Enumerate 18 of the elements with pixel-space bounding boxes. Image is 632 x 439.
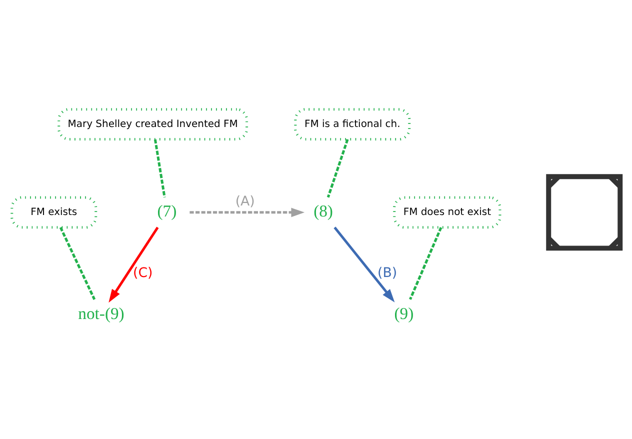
connector	[326, 139, 349, 198]
arrow	[108, 226, 159, 303]
edge-label: (A)	[235, 194, 255, 210]
node-box: Mary Shelley created Invented FM	[58, 108, 248, 140]
node-box: FM exists	[10, 196, 98, 229]
connector	[59, 226, 96, 300]
node-text: (8)	[314, 202, 333, 221]
connector	[409, 226, 442, 300]
node-text: (9)	[394, 304, 414, 323]
edge-label: (C)	[133, 266, 153, 282]
arrow	[334, 226, 395, 302]
arrow	[190, 208, 305, 218]
node-box: FM does not exist	[393, 196, 502, 229]
edge-label: (B)	[378, 266, 398, 282]
node-box: FM is a fictional ch.	[294, 108, 411, 140]
connector	[154, 139, 166, 198]
node-text: not-(9)	[78, 304, 124, 323]
node-text: (7)	[157, 202, 177, 221]
